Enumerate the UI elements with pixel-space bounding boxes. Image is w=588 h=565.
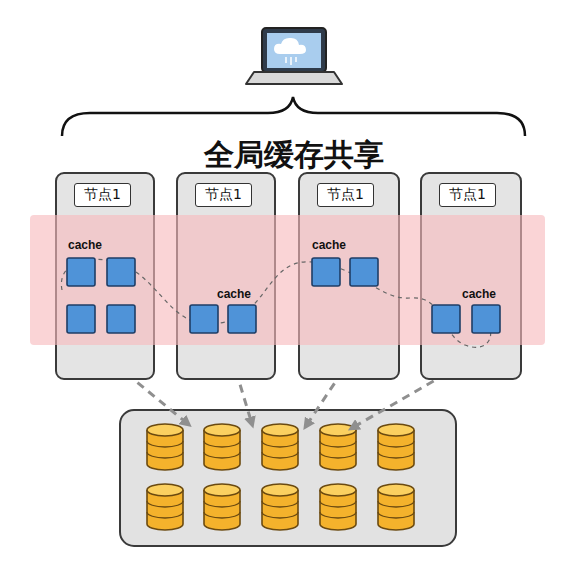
server-node: 节点1 cache — [55, 172, 155, 380]
database-cylinder — [147, 424, 183, 470]
database-cylinder — [262, 484, 298, 530]
cache-label: cache — [217, 287, 251, 301]
node-label: 节点1 — [195, 183, 252, 207]
node-label: 节点1 — [439, 183, 496, 207]
access-arrows — [105, 356, 470, 428]
cache-label: cache — [462, 287, 496, 301]
database-cylinder — [378, 424, 414, 470]
node-label: 节点1 — [74, 183, 131, 207]
database-cylinder — [320, 484, 356, 530]
node-label: 节点1 — [317, 183, 374, 207]
cache-label: cache — [312, 238, 346, 252]
database-cylinder — [262, 424, 298, 470]
server-node: 节点1 cache — [298, 172, 400, 380]
database-cylinder — [204, 424, 240, 470]
database-cylinders — [147, 424, 414, 530]
database-cylinder — [320, 424, 356, 470]
title: 全局缓存共享 — [0, 135, 588, 176]
database-cylinder — [204, 484, 240, 530]
database-cylinder — [147, 484, 183, 530]
server-node: 节点1 cache — [176, 172, 276, 380]
database-cylinder — [378, 484, 414, 530]
laptop-icon — [246, 28, 342, 84]
cache-label: cache — [68, 238, 102, 252]
brace — [62, 97, 525, 136]
database-panel — [120, 410, 456, 546]
server-node: 节点1 cache — [420, 172, 522, 380]
